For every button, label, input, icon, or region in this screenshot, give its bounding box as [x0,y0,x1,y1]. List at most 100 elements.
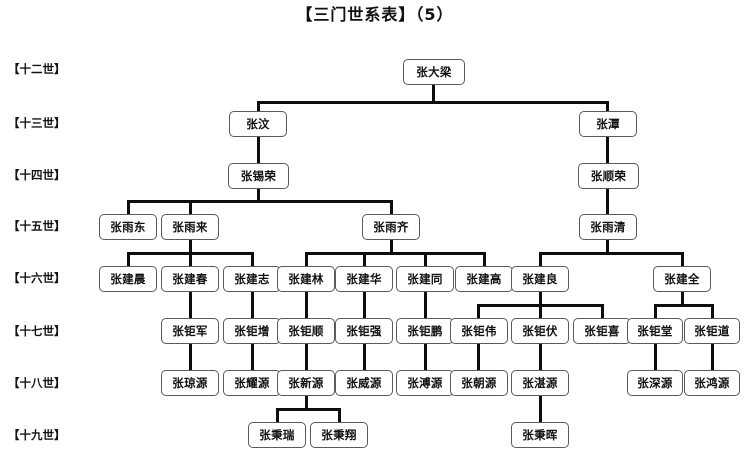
node-zhangxinyuan[interactable]: 张新源 [277,370,335,396]
edge-to-jianlin [305,252,308,266]
edge-xinyuan-stem [305,396,308,408]
edge-to-jianchun [189,252,192,266]
edge-jufu-to-zhanyuan [539,344,542,370]
node-zhangjianchun[interactable]: 张建春 [161,266,219,292]
node-zhangyudong[interactable]: 张雨东 [99,214,157,240]
node-zhangdaliang[interactable]: 张大梁 [403,59,465,85]
node-zhangbingrui[interactable]: 张秉瑞 [248,422,306,448]
node-zhanghongyuan[interactable]: 张鸿源 [684,370,740,396]
edge-to-judao [711,304,714,318]
edge-zhangwen-to-xirong [257,136,260,163]
edge-xinyuan-bus [276,408,340,411]
node-zhangshunrong[interactable]: 张顺荣 [578,163,639,189]
edge-zhanyuan-to-binghui [539,396,542,422]
edge-jianzhi-to-juzeng [251,292,254,318]
edge-jianquan-stem [681,292,684,304]
generation-label-16: 【十六世】 [8,271,66,285]
node-zhangjianliang[interactable]: 张建良 [511,266,569,292]
edge-to-jianhua [363,252,366,266]
node-zhangjutang[interactable]: 张钜堂 [627,318,683,344]
edge-to-jianliang [539,252,542,266]
edge-to-juwei [477,304,480,318]
node-zhangjiantong[interactable]: 张建同 [396,266,454,292]
edge-jushun-to-xinyuan [305,344,308,370]
node-zhangbingxiang[interactable]: 张秉翔 [310,422,368,448]
edge-jianliang-stem [539,292,542,304]
edge-jupeng-to-puyuan [424,344,427,370]
node-zhangjianhua[interactable]: 张建华 [335,266,393,292]
node-zhangjuqiang[interactable]: 张钜强 [335,318,393,344]
edge-to-yulai [189,200,192,214]
edge-to-jufu [539,304,542,318]
node-zhangjianlin[interactable]: 张建林 [277,266,335,292]
node-zhangqiongyuan[interactable]: 张琼源 [161,370,219,396]
edge-to-jianquan [681,252,684,266]
generation-label-18: 【十八世】 [8,376,66,390]
edge-jujun-to-qiongyuan [189,344,192,370]
edge-yuqing-stem [606,240,609,252]
page-title: 【三门世系表】（5） [296,5,454,24]
edge-to-zhangtan [606,101,609,111]
generation-label-15: 【十五世】 [8,219,66,233]
node-zhangweiyuan[interactable]: 张威源 [335,370,393,396]
node-zhangzhanyuan[interactable]: 张湛源 [511,370,569,396]
edge-to-yudong [127,200,130,214]
generation-label-17: 【十七世】 [8,324,66,338]
edge-to-bingxiang [338,408,341,422]
edge-to-bingrui [276,408,279,422]
edge-jianhua-to-juqiang [363,292,366,318]
edge-zhangtan-to-shunrong [606,136,609,163]
node-zhangyaoyuan[interactable]: 张耀源 [223,370,281,396]
node-zhangbinghui[interactable]: 张秉晖 [511,422,569,448]
edge-juqiang-to-weiyuan [363,344,366,370]
edge-to-jiantong [424,252,427,266]
node-zhangjupeng[interactable]: 张钜鹏 [396,318,454,344]
edge-judao-to-hongyuan [711,344,714,370]
node-zhangjushun[interactable]: 张钜顺 [277,318,335,344]
edge-to-jiangao [483,252,486,266]
node-zhangyulai[interactable]: 张雨来 [161,214,219,240]
node-zhangjianchen[interactable]: 张建晨 [99,266,157,292]
generation-label-12: 【十二世】 [8,62,66,76]
edge-to-jutang [654,304,657,318]
node-zhangjujun[interactable]: 张钜军 [161,318,219,344]
node-zhangjuwei[interactable]: 张钜伟 [450,318,508,344]
edge-yuqi-stem [390,240,393,252]
node-zhangpuyuan[interactable]: 张溥源 [396,370,454,396]
edge-jianlin-to-jushun [305,292,308,318]
edge-jianchun-to-jujun [189,292,192,318]
node-zhangjuxi[interactable]: 张钜喜 [573,318,631,344]
edge-to-yuqi [390,200,393,214]
node-zhangchaoyuan[interactable]: 张朝源 [450,370,508,396]
node-zhangjianzhi[interactable]: 张建志 [223,266,281,292]
edge-yuqing-bus [539,252,683,255]
edge-to-zhangwen [257,101,260,111]
node-zhangtan[interactable]: 张潭 [579,111,637,137]
edge-yuqi-bus [305,252,485,255]
generation-label-13: 【十三世】 [8,116,66,130]
edge-xirong-stem [257,188,260,200]
node-zhangxirong[interactable]: 张锡荣 [228,163,289,189]
node-zhangjuzeng[interactable]: 张钜增 [223,318,281,344]
edge-to-jianchen [127,252,130,266]
edge-xirong-bus [127,200,392,203]
edge-jiantong-to-jupeng [424,292,427,318]
node-zhangjufu[interactable]: 张钜伏 [511,318,569,344]
edge-jutang-to-shenyuan [654,344,657,370]
node-zhangyuqing[interactable]: 张雨清 [579,214,637,240]
edge-to-juxi [601,304,604,318]
generation-label-19: 【十九世】 [8,428,66,442]
node-zhangwen[interactable]: 张汶 [229,111,287,137]
node-zhangjiangao[interactable]: 张建高 [455,266,513,292]
generation-label-14: 【十四世】 [8,168,66,182]
edge-shunrong-to-yuqing [606,188,609,214]
node-zhangjianquan[interactable]: 张建全 [653,266,711,292]
edge-juzeng-to-yaoyuan [251,344,254,370]
edge-yulai-stem [189,240,192,252]
node-zhangyuqi[interactable]: 张雨齐 [362,214,420,240]
node-zhangshenyuan[interactable]: 张深源 [627,370,683,396]
node-zhangjudao[interactable]: 张钜道 [684,318,740,344]
edge-daliang-bus [257,101,609,104]
edge-to-jianzhi [251,252,254,266]
